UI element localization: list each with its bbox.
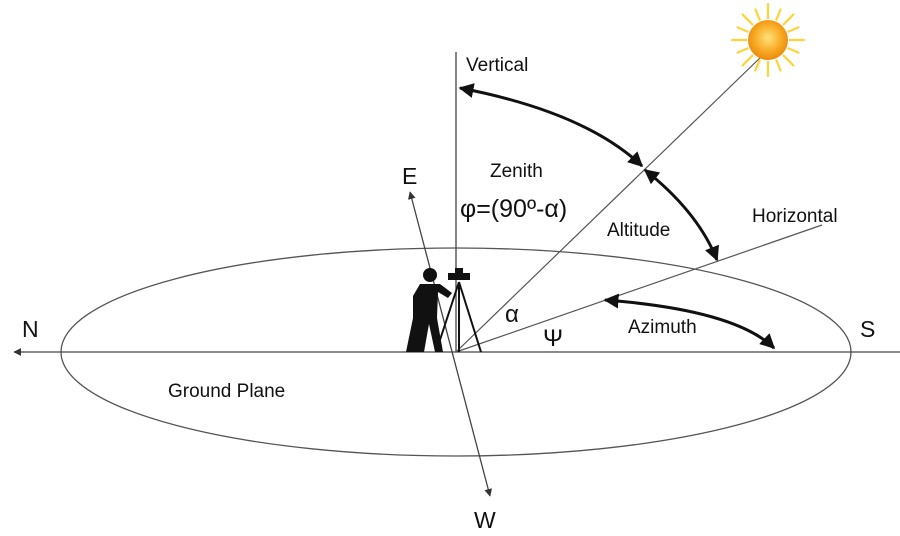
horizontal-label: Horizontal bbox=[752, 206, 838, 227]
azimuth-arc bbox=[603, 293, 776, 350]
horizontal-line bbox=[455, 224, 823, 353]
east-label: E bbox=[402, 163, 417, 189]
sun-ray-line bbox=[455, 55, 763, 353]
surveyor-icon bbox=[406, 268, 482, 353]
north-label: N bbox=[22, 316, 39, 342]
south-label: S bbox=[860, 316, 875, 342]
altitude-label: Altitude bbox=[607, 220, 670, 241]
altitude-arc bbox=[643, 168, 719, 262]
alpha-label: α bbox=[505, 301, 519, 328]
sun-icon bbox=[730, 2, 806, 78]
psi-label: Ψ bbox=[543, 325, 563, 352]
zenith-formula-label: φ=(90º-α) bbox=[460, 195, 567, 223]
azimuth-label: Azimuth bbox=[628, 317, 697, 338]
west-label: W bbox=[474, 507, 496, 533]
zenith-label: Zenith bbox=[490, 161, 543, 182]
ground-plane-label: Ground Plane bbox=[168, 381, 285, 402]
east-west-axis bbox=[408, 191, 492, 497]
zenith-arc bbox=[458, 83, 644, 168]
vertical-label: Vertical bbox=[466, 55, 528, 76]
